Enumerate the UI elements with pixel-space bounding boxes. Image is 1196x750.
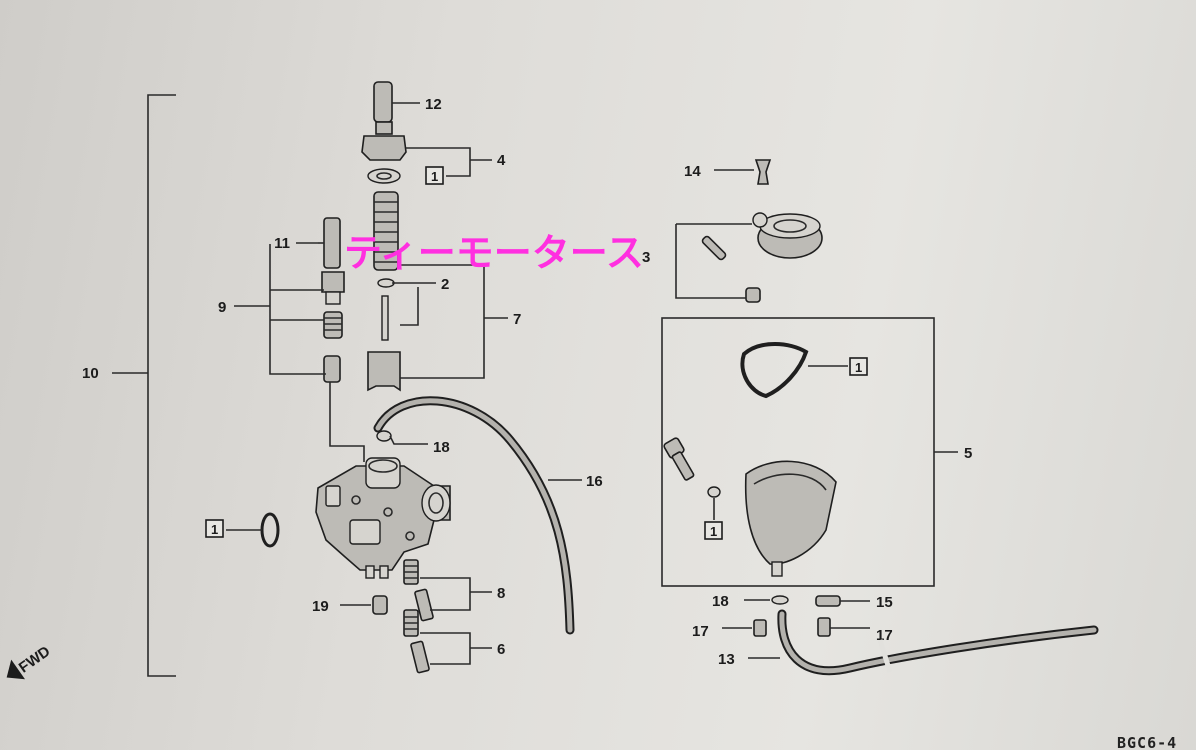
forward-arrow: FWD bbox=[6, 643, 54, 680]
callout-4: 4 bbox=[497, 152, 506, 169]
part-8-shape bbox=[403, 559, 434, 622]
part-9-shape bbox=[321, 271, 345, 383]
gasket-box-bowl bbox=[849, 357, 868, 376]
callout-14: 14 bbox=[684, 163, 701, 180]
bracket-3 bbox=[675, 223, 752, 299]
gasket-box-o-ring bbox=[205, 519, 224, 538]
watermark-text: ティーモータース bbox=[344, 231, 644, 275]
part-17-right-shape bbox=[817, 617, 831, 637]
gasket-label-4: 1 bbox=[431, 169, 438, 184]
part-14-shape bbox=[714, 159, 772, 185]
callout-10: 10 bbox=[82, 365, 99, 382]
bracket-8 bbox=[420, 577, 471, 611]
callout-17-right: 17 bbox=[876, 627, 893, 644]
part-19-shape bbox=[372, 595, 388, 615]
part-6-shape bbox=[403, 609, 430, 674]
bowl-gasket-shape bbox=[740, 342, 809, 399]
callout-3: 3 bbox=[642, 249, 650, 266]
callout-15: 15 bbox=[876, 594, 893, 611]
callout-5: 5 bbox=[964, 445, 972, 462]
part-3-shape bbox=[701, 212, 823, 303]
o-ring-shape bbox=[260, 512, 280, 548]
figure-code: BGC6-4 bbox=[1117, 734, 1177, 750]
callout-18-lower: 18 bbox=[712, 593, 729, 610]
part-4-shape bbox=[361, 121, 492, 184]
part-12-shape bbox=[373, 81, 420, 123]
hose-break bbox=[877, 639, 893, 673]
gasket-label-drain: 1 bbox=[710, 524, 717, 539]
jet-connector-line bbox=[329, 382, 365, 462]
gasket-box-drain bbox=[704, 521, 723, 540]
callout-18-upper: 18 bbox=[433, 439, 450, 456]
callout-2: 2 bbox=[441, 276, 449, 293]
part-15-shape bbox=[815, 595, 841, 607]
bracket-9 bbox=[269, 244, 326, 375]
callout-6: 6 bbox=[497, 641, 505, 658]
callout-7: 7 bbox=[513, 311, 521, 328]
part-11-shape bbox=[318, 217, 341, 269]
callout-9: 9 bbox=[218, 299, 226, 316]
callout-16: 16 bbox=[586, 473, 603, 490]
fwd-label: FWD bbox=[16, 643, 54, 677]
bracket-7 bbox=[400, 264, 485, 379]
part-18-upper-shape bbox=[376, 430, 428, 445]
carburetor-body bbox=[315, 457, 451, 579]
drain-screw-shape bbox=[663, 437, 721, 520]
part-17-left-shape bbox=[753, 619, 767, 637]
callout-19: 19 bbox=[312, 598, 329, 615]
gasket-label-o-ring: 1 bbox=[211, 522, 218, 537]
callout-8: 8 bbox=[497, 585, 505, 602]
gasket-label-bowl: 1 bbox=[855, 360, 862, 375]
assembly-bracket bbox=[147, 94, 176, 677]
gasket-box-4 bbox=[425, 166, 444, 185]
callout-12: 12 bbox=[425, 96, 442, 113]
part-18-lower-shape bbox=[771, 595, 789, 605]
callout-11: 11 bbox=[274, 235, 290, 252]
callout-17-left: 17 bbox=[692, 623, 709, 640]
part-16-hose-inner bbox=[375, 398, 573, 633]
needle-spring-shape bbox=[367, 191, 401, 392]
float-bowl-shape bbox=[744, 460, 837, 577]
part-13-hose-inner bbox=[779, 611, 1097, 674]
callout-13: 13 bbox=[718, 651, 735, 668]
